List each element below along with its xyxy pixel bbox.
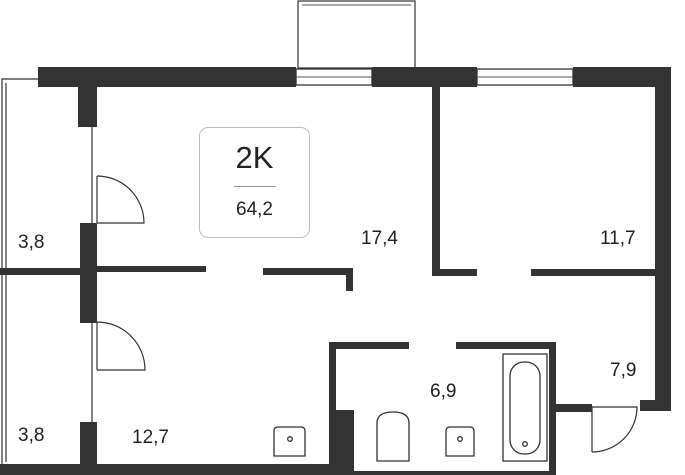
window-living: [295, 68, 373, 86]
apartment-badge: 2K 64,2: [199, 127, 310, 238]
badge-divider: [234, 186, 276, 187]
window-bedroom: [476, 68, 574, 86]
kitchen-sink: [273, 426, 306, 457]
exterior-walls: [0, 67, 671, 475]
apartment-total-area: 64,2: [236, 199, 273, 220]
bathtub: [502, 353, 548, 462]
bay-window: [297, 0, 416, 69]
balcony-bottom-area: 3,8: [18, 425, 45, 446]
balcony-door-top: [96, 175, 145, 224]
balcony-top-area: 3,8: [18, 232, 45, 253]
balcony-outline: [0, 78, 82, 464]
bedroom-area: 11,7: [600, 228, 636, 249]
balcony-door-bottom: [96, 321, 146, 371]
interior-walls: [97, 87, 663, 475]
kitchen-area: 12,7: [132, 427, 169, 448]
bathroom-sink: [445, 426, 475, 457]
entrance-door: [591, 406, 638, 453]
bathroom-area: 6,9: [430, 381, 457, 402]
balcony-wall: [78, 87, 97, 475]
hallway-area: 7,9: [610, 360, 637, 381]
apartment-type: 2K: [235, 140, 274, 175]
living-room-area: 17,4: [361, 228, 398, 249]
toilet: [376, 411, 410, 462]
